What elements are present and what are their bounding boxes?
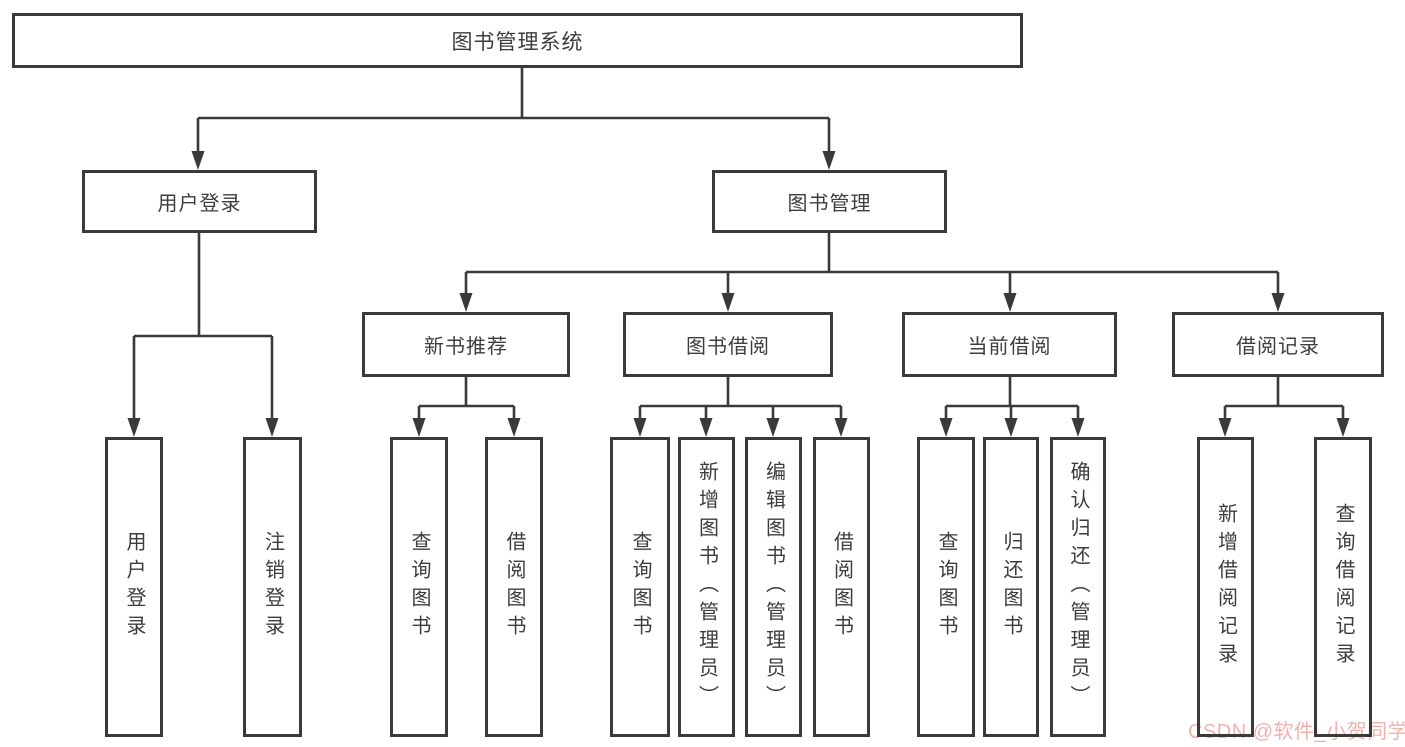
leaf-confirm-return-admin-label: 确认归还（管理员）	[1067, 461, 1089, 713]
leaf-borrow-book-1-label: 借阅图书	[503, 531, 525, 643]
leaf-borrow-book-1: 借阅图书	[485, 437, 543, 737]
leaf-edit-book-admin: 编辑图书（管理员）	[745, 437, 802, 737]
node-root-label: 图书管理系统	[451, 30, 584, 54]
node-current-borrow: 当前借阅	[902, 312, 1117, 377]
leaf-query-book-1: 查询图书	[390, 437, 448, 737]
node-book-management-label: 图书管理	[787, 193, 872, 215]
node-book-borrow-label: 图书借阅	[686, 336, 770, 358]
node-current-borrow-label: 当前借阅	[967, 336, 1052, 358]
leaf-borrow-book-2: 借阅图书	[813, 437, 870, 737]
node-borrow-record: 借阅记录	[1172, 312, 1384, 377]
arrowheads	[127, 151, 1350, 437]
leaf-query-book-2-label: 查询图书	[629, 531, 651, 643]
leaf-user-login-label: 用户登录	[123, 531, 145, 643]
node-book-management: 图书管理	[712, 170, 947, 233]
leaf-logout-label: 注销登录	[261, 531, 284, 643]
csdn-watermark: CSDN @软件_小贺同学	[1188, 721, 1405, 743]
node-borrow-record-label: 借阅记录	[1236, 336, 1320, 358]
leaf-confirm-return-admin: 确认归还（管理员）	[1050, 437, 1106, 737]
node-user-login: 用户登录	[82, 170, 317, 233]
node-book-borrow: 图书借阅	[623, 312, 833, 377]
leaf-query-book-3-label: 查询图书	[935, 531, 957, 643]
node-new-book-recommend: 新书推荐	[362, 312, 570, 377]
node-user-login-label: 用户登录	[157, 193, 242, 215]
node-root-system: 图书管理系统	[12, 13, 1023, 68]
leaf-return-book: 归还图书	[983, 437, 1039, 737]
leaf-edit-book-admin-label: 编辑图书（管理员）	[762, 461, 785, 713]
leaf-query-borrow-record-label: 查询借阅记录	[1332, 503, 1354, 671]
leaf-query-book-3: 查询图书	[917, 437, 975, 737]
leaf-add-borrow-record: 新增借阅记录	[1197, 437, 1254, 737]
leaf-logout: 注销登录	[243, 437, 302, 737]
node-new-book-recommend-label: 新书推荐	[424, 336, 508, 358]
leaf-borrow-book-2-label: 借阅图书	[830, 531, 853, 643]
leaf-add-book-admin-label: 新增图书（管理员）	[695, 461, 718, 713]
leaf-query-borrow-record: 查询借阅记录	[1314, 437, 1372, 737]
leaf-add-borrow-record-label: 新增借阅记录	[1214, 503, 1237, 671]
leaf-query-book-1-label: 查询图书	[408, 531, 430, 643]
leaf-add-book-admin: 新增图书（管理员）	[678, 437, 735, 737]
leaf-query-book-2: 查询图书	[610, 437, 670, 737]
leaf-return-book-label: 归还图书	[1000, 531, 1022, 643]
tree-edges	[132, 68, 1345, 419]
leaf-user-login: 用户登录	[105, 437, 163, 737]
